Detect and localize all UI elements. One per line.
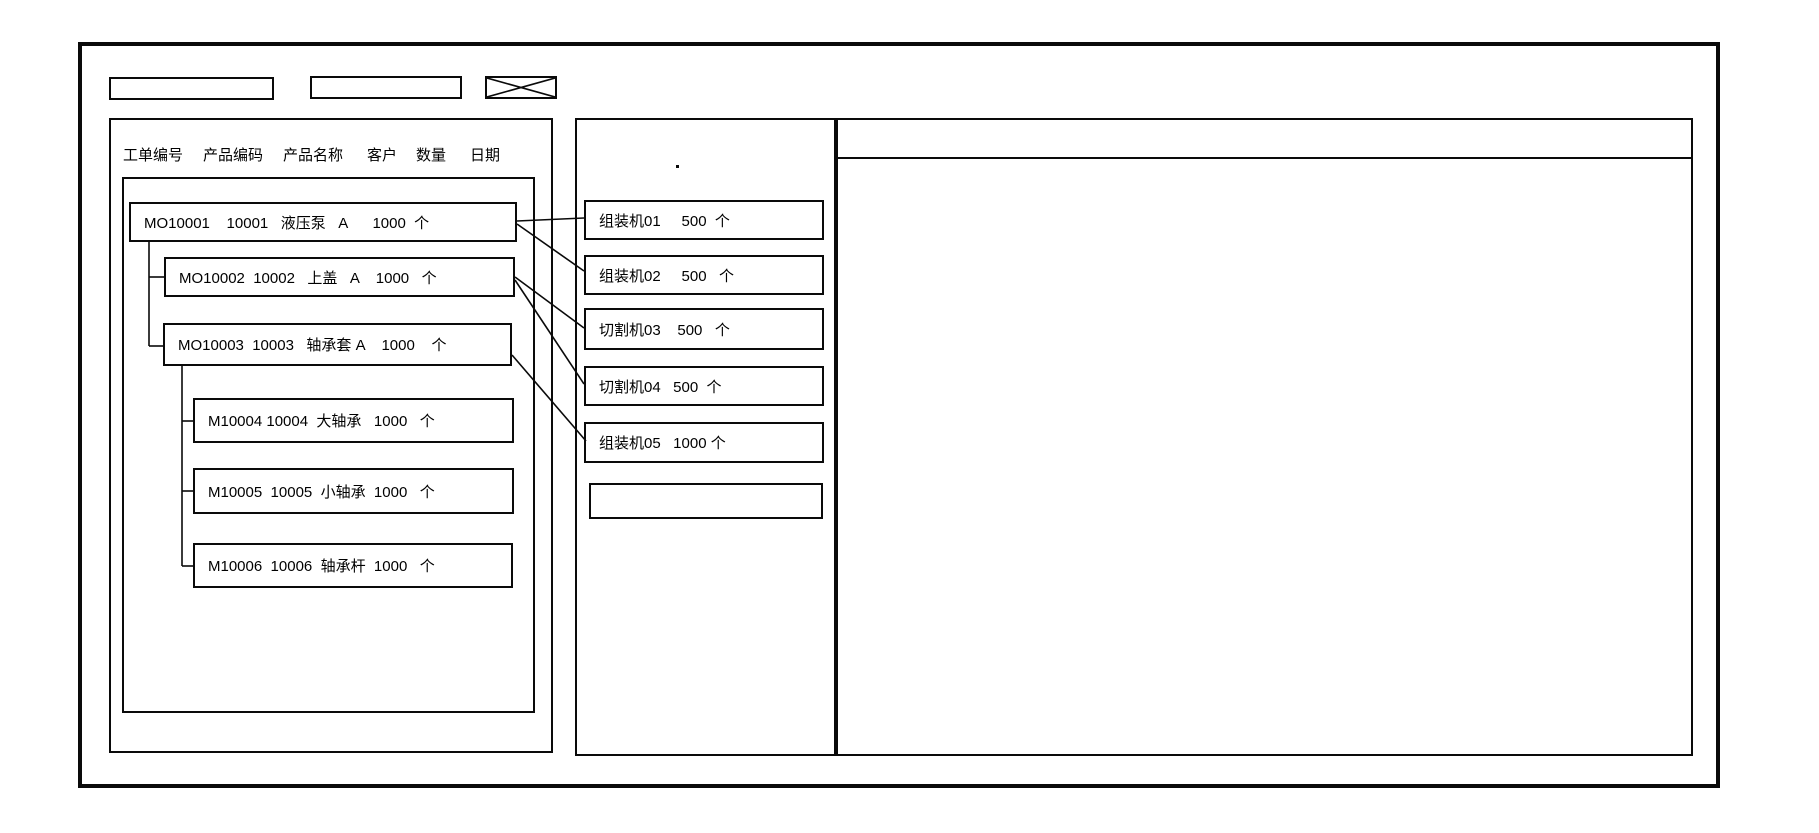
order-node-M10005[interactable]: M10005 10005 小轴承 1000 个 — [193, 468, 514, 514]
column-header-customer: 客户 — [367, 147, 398, 164]
machine-node-empty[interactable] — [589, 483, 823, 519]
detail-panel — [836, 118, 1693, 756]
column-header-quantity: 数量 — [416, 147, 447, 164]
machine-node-5[interactable]: 组装机05 1000 个 — [584, 422, 824, 463]
column-header-date: 日期 — [470, 147, 501, 164]
order-node-M10004[interactable]: M10004 10004 大轴承 1000 个 — [193, 398, 514, 443]
close-icon — [487, 78, 555, 97]
machine-node-3[interactable]: 切割机03 500 个 — [584, 308, 824, 350]
detail-panel-header — [838, 120, 1691, 159]
toolbar-field-2[interactable] — [310, 76, 462, 99]
toolbar-field-1[interactable] — [109, 77, 274, 100]
machine-node-2[interactable]: 组装机02 500 个 — [584, 255, 824, 295]
order-node-MO10002[interactable]: MO10002 10002 上盖 A 1000 个 — [164, 257, 515, 297]
machine-node-4[interactable]: 切割机04 500 个 — [584, 366, 824, 406]
order-node-M10006[interactable]: M10006 10006 轴承杆 1000 个 — [193, 543, 513, 588]
stray-dot — [676, 165, 679, 168]
machine-node-1[interactable]: 组装机01 500 个 — [584, 200, 824, 240]
order-node-MO10001[interactable]: MO10001 10001 液压泵 A 1000 个 — [129, 202, 517, 242]
column-header-product-code: 产品编码 — [203, 147, 264, 164]
close-button[interactable] — [485, 76, 557, 99]
column-header-order-no: 工单编号 — [123, 147, 184, 164]
order-node-MO10003[interactable]: MO10003 10003 轴承套 A 1000 个 — [163, 323, 512, 366]
column-header-product-name: 产品名称 — [283, 147, 344, 164]
